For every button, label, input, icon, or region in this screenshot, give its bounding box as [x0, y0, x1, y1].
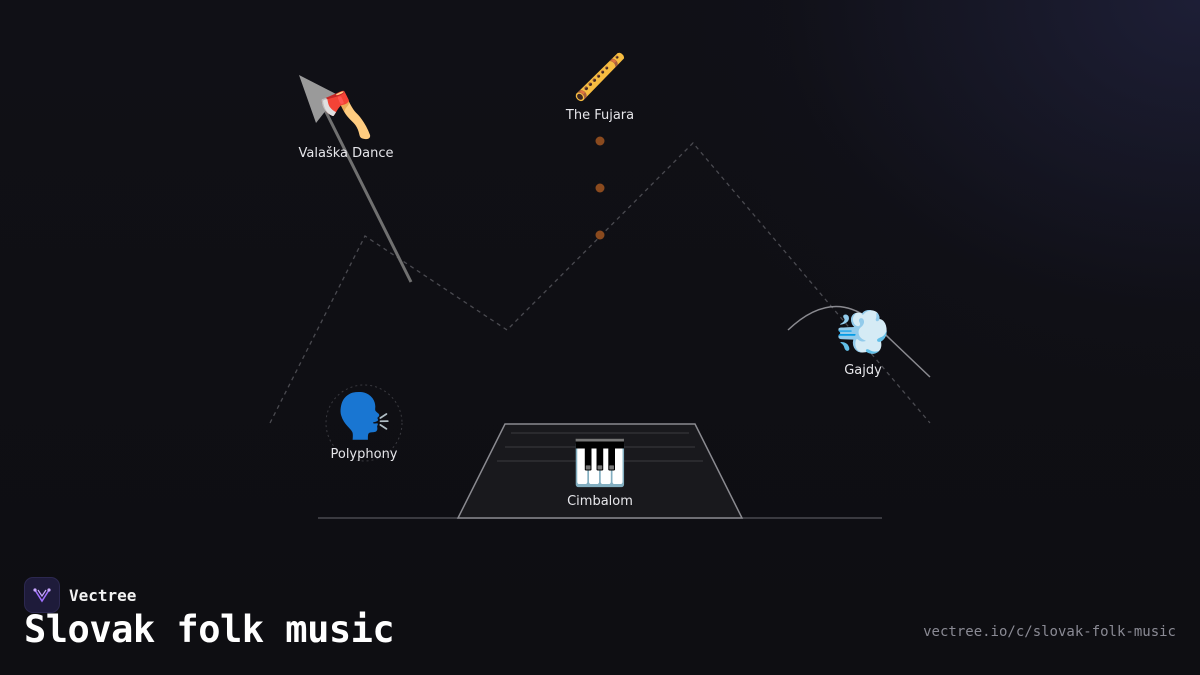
node-label: Valaška Dance [298, 146, 394, 161]
node-cimbalom[interactable]: 🎹 Cimbalom [567, 438, 633, 509]
piano-keys-icon: 🎹 [572, 438, 628, 489]
node-label: The Fujara [565, 108, 635, 123]
speaking-head-icon: 🗣️ [336, 391, 392, 442]
mountain-outline [269, 142, 931, 424]
brand-name: Vectree [69, 585, 137, 605]
node-label: Gajdy [844, 363, 882, 378]
brand[interactable]: Vectree [24, 577, 136, 613]
page-title: Slovak folk music [24, 608, 395, 651]
vectree-logo-icon [24, 577, 60, 613]
node-gajdy[interactable]: 💨 Gajdy [836, 307, 891, 378]
node-polyphony[interactable]: 🗣️ Polyphony [330, 391, 397, 462]
page-url[interactable]: vectree.io/c/slovak-folk-music [923, 624, 1176, 640]
fujara-dot [595, 183, 605, 193]
node-valaska[interactable]: 🪓 Valaška Dance [299, 90, 394, 161]
dash-icon: 💨 [835, 307, 891, 358]
flute-icon: 🪈 [572, 52, 628, 103]
fujara-dot [595, 230, 605, 240]
axe-icon: 🪓 [318, 90, 374, 141]
node-label: Polyphony [330, 447, 398, 462]
polyphony-ring [325, 384, 403, 462]
fujara-dot [595, 136, 605, 146]
node-fujara[interactable]: 🪈 The Fujara [566, 52, 634, 123]
valaska-arrow-head [299, 75, 338, 123]
node-label: Cimbalom [567, 494, 633, 509]
gajdy-curve [787, 305, 931, 378]
valaska-arrow-shaft [316, 95, 413, 283]
